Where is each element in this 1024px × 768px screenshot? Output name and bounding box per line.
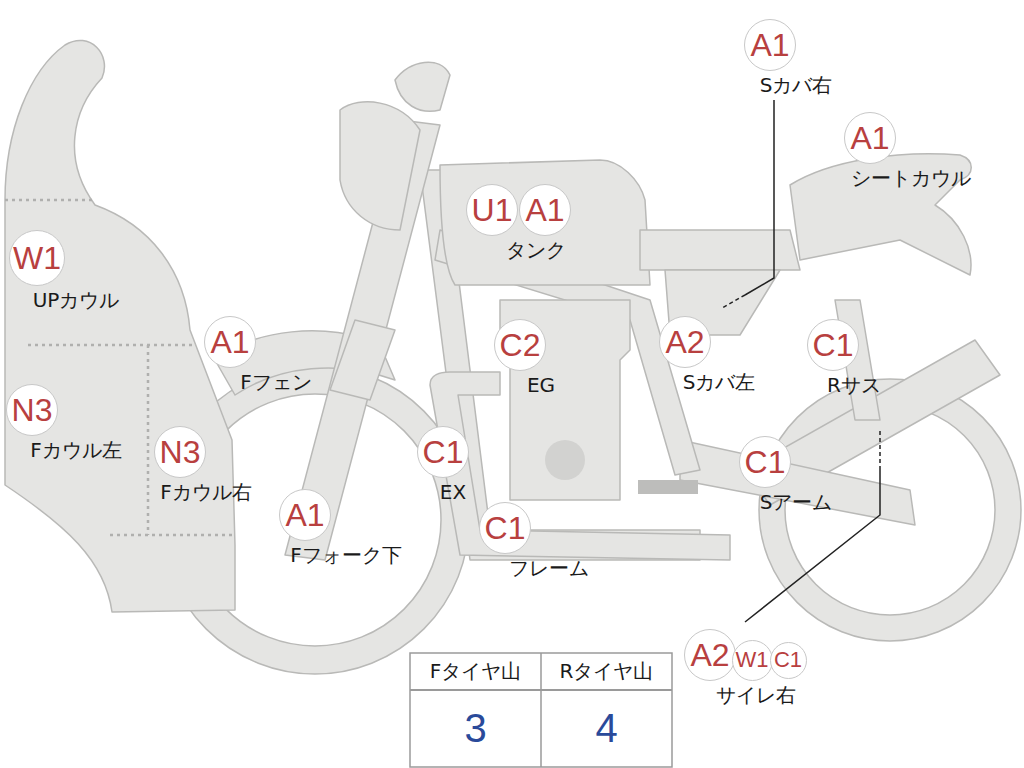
table-frame (410, 653, 672, 767)
rating-circle: W1UPカウル (9, 230, 65, 286)
rating-circle: C1フレーム (479, 502, 531, 554)
rating-code: W1 (736, 649, 769, 671)
rating-code: A2 (690, 639, 729, 671)
rating-circle: C1Sアーム (739, 436, 791, 488)
rating-code: A1 (285, 499, 324, 531)
rating-code: W1 (13, 242, 61, 274)
part-name: Fフォーク下 (290, 544, 402, 566)
rating-code: C1 (485, 512, 526, 544)
rating-circle: U1 (466, 184, 518, 236)
part-name: UPカウル (33, 289, 120, 311)
rating-circle: A1Sカバ右 (744, 19, 796, 71)
rating-code: C1 (745, 446, 786, 478)
table-value: 3 (410, 690, 541, 767)
rating-circle: N3Fカウル左 (6, 384, 58, 436)
rating-code: A2 (665, 326, 704, 358)
rating-code: C1 (813, 329, 854, 361)
rating-circle: C2EG (494, 319, 546, 371)
meter (340, 102, 420, 230)
leader-line (745, 470, 880, 622)
rating-code: U1 (472, 194, 513, 226)
rating-circle: N3Fカウル右 (154, 426, 206, 478)
rating-code: C2 (500, 329, 541, 361)
rating-code: A1 (210, 326, 249, 358)
seat-cowl (790, 154, 971, 275)
cowl-seam (110, 534, 232, 537)
part-name: フレーム (509, 557, 589, 579)
table-header: Fタイヤ山 (410, 653, 541, 690)
cowl (5, 40, 235, 612)
rating-circle: C1EX (417, 426, 469, 478)
fork-cover (330, 320, 395, 400)
cowl-seam (28, 344, 192, 347)
part-name: Fフェン (240, 371, 312, 393)
seat (640, 230, 800, 270)
rating-circle: A1Fフォーク下 (279, 489, 331, 541)
rating-circle: C1Rサス (807, 319, 859, 371)
footrest (638, 480, 698, 494)
table-header: Rタイヤ山 (541, 653, 672, 690)
part-name: サイレ右 (716, 684, 796, 706)
rating-code: A1 (750, 29, 789, 61)
engine (500, 300, 630, 500)
rating-circle: A1シートカウル (844, 112, 896, 164)
rating-circle: C1 (770, 642, 807, 679)
rating-circle: A1Fフェン (204, 316, 256, 368)
part-name: Rサス (827, 374, 881, 396)
rating-circle: A1タンク (519, 184, 571, 236)
rating-code: N3 (160, 436, 201, 468)
cowl-seam (5, 199, 92, 202)
engine-cover (545, 440, 585, 480)
leader-line (745, 100, 774, 295)
rating-code: A1 (525, 194, 564, 226)
part-name: EX (440, 481, 466, 503)
part-name: タンク (506, 239, 566, 261)
rating-code: C1 (423, 436, 464, 468)
leader-line (722, 295, 745, 308)
tank (440, 160, 650, 285)
part-name: シートカウル (851, 167, 971, 189)
part-name: EG (527, 374, 555, 396)
part-name: Sアーム (760, 491, 833, 513)
cowl-seam (147, 345, 150, 535)
table-rule (540, 653, 542, 767)
rating-circle: A2サイレ右 (684, 629, 736, 681)
part-name: Fカウル右 (160, 481, 252, 503)
rating-circle: W1 (732, 640, 773, 681)
part-name: Sカバ左 (683, 371, 756, 393)
handle (395, 62, 450, 111)
rating-code: N3 (12, 394, 53, 426)
leader-line (879, 428, 881, 470)
table-value: 4 (541, 690, 672, 767)
rating-circle: A2Sカバ左 (659, 316, 711, 368)
rating-code: C1 (774, 649, 802, 671)
rating-code: A1 (850, 122, 889, 154)
part-name: Fカウル左 (30, 439, 122, 461)
part-name: Sカバ右 (760, 74, 833, 96)
